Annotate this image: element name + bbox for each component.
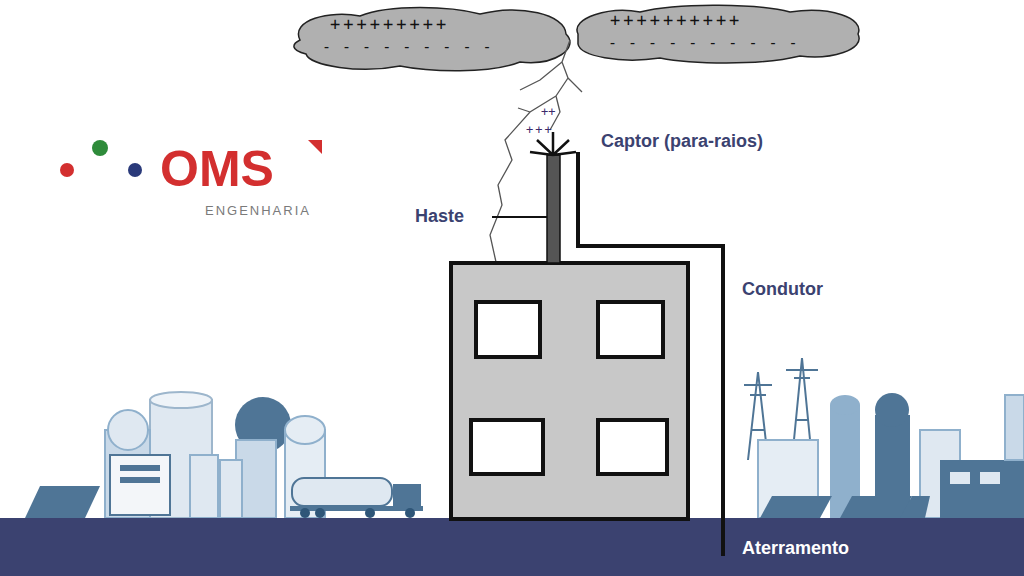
ground bbox=[0, 518, 1024, 576]
tank-dome bbox=[830, 395, 860, 415]
logo-mark bbox=[308, 140, 322, 154]
building-small bbox=[110, 455, 170, 515]
logo-dot bbox=[92, 140, 108, 156]
solar-panel bbox=[840, 496, 912, 518]
building bbox=[451, 263, 688, 519]
logo-dot bbox=[60, 163, 74, 177]
cloud bbox=[577, 5, 859, 63]
logo-text: OMS bbox=[160, 144, 274, 194]
window-small bbox=[950, 472, 970, 484]
window-small bbox=[980, 472, 1000, 484]
part-label: Haste bbox=[415, 207, 464, 225]
charge-symbols: ++ bbox=[541, 106, 555, 118]
solar-panel bbox=[25, 486, 100, 518]
tank-dome bbox=[875, 393, 909, 427]
lightning bbox=[490, 40, 582, 262]
tanker bbox=[292, 478, 392, 506]
truck-cab bbox=[393, 484, 421, 508]
tank-top bbox=[150, 392, 212, 408]
part-label: Condutor bbox=[742, 280, 823, 298]
solar-panel bbox=[760, 496, 832, 518]
logo-subtitle: ENGENHARIA bbox=[205, 204, 311, 217]
cloud bbox=[294, 8, 570, 71]
leader-line bbox=[492, 216, 547, 218]
charge-symbols: +++ bbox=[526, 124, 554, 136]
tank-dome bbox=[285, 416, 325, 444]
tank bbox=[1005, 395, 1024, 460]
wheel bbox=[405, 508, 415, 518]
charge-symbols: ++++++++++ bbox=[610, 12, 742, 29]
rod bbox=[547, 155, 560, 263]
wheel bbox=[365, 508, 375, 518]
charge-symbols: - - - - - - - - - bbox=[322, 40, 493, 55]
vent bbox=[120, 465, 160, 471]
solar-panel bbox=[900, 496, 930, 518]
part-label: Aterramento bbox=[742, 539, 849, 557]
wheel bbox=[315, 508, 325, 518]
plant-building bbox=[940, 460, 1024, 518]
truck-chassis bbox=[290, 506, 423, 511]
tank bbox=[220, 460, 242, 518]
charge-symbols: - - - - - - - - - - bbox=[608, 36, 799, 51]
vent bbox=[120, 477, 160, 483]
window bbox=[598, 420, 667, 474]
tank bbox=[190, 455, 218, 518]
window bbox=[476, 302, 540, 357]
tank-dome bbox=[108, 410, 148, 450]
logo-dot bbox=[128, 163, 142, 177]
window bbox=[471, 420, 543, 474]
window bbox=[598, 302, 663, 357]
part-label: Captor (para-raios) bbox=[601, 132, 763, 150]
conductor bbox=[578, 152, 723, 556]
wheel bbox=[300, 508, 310, 518]
charge-symbols: +++++++++ bbox=[330, 16, 449, 33]
